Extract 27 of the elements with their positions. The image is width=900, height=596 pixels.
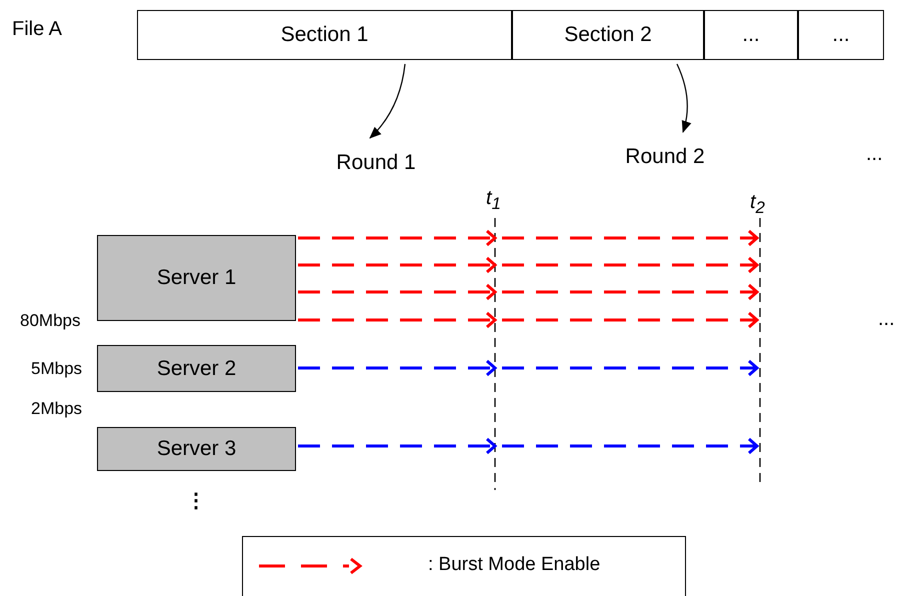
time-label: t$_{2}$ xyxy=(750,191,765,218)
bit-rate-label: 80Mbps xyxy=(20,311,80,331)
legend-text: : Burst Mode Enable xyxy=(428,554,600,576)
file-section: ... xyxy=(798,10,884,60)
ellipsis: ⋮ xyxy=(186,489,206,513)
round-label: Round 1 xyxy=(326,148,426,178)
dashed-arrow xyxy=(298,312,760,328)
round-label: Round 2 xyxy=(615,142,715,172)
server-box: Server 1 xyxy=(97,235,296,321)
dashed-arrow xyxy=(298,284,760,300)
file-section: Section 2 xyxy=(512,10,704,60)
file-section: ... xyxy=(704,10,798,60)
curved-arrow xyxy=(676,64,691,133)
time-label: t$_{1}$ xyxy=(486,187,501,214)
file-label: File A xyxy=(12,18,62,41)
bit-rate-label: 5Mbps xyxy=(31,359,82,379)
curved-arrow xyxy=(369,64,406,139)
dashed-arrow xyxy=(298,230,760,246)
dashed-arrow xyxy=(298,438,760,454)
ellipsis: ... xyxy=(878,308,895,331)
server-box: Server 3 xyxy=(97,427,296,471)
file-section: Section 1 xyxy=(137,10,512,60)
server-box: Server 2 xyxy=(97,345,296,392)
bit-rate-label: 2Mbps xyxy=(31,399,82,419)
ellipsis: ... xyxy=(866,143,883,166)
dashed-arrow xyxy=(298,256,760,274)
dashed-arrow xyxy=(298,360,760,376)
